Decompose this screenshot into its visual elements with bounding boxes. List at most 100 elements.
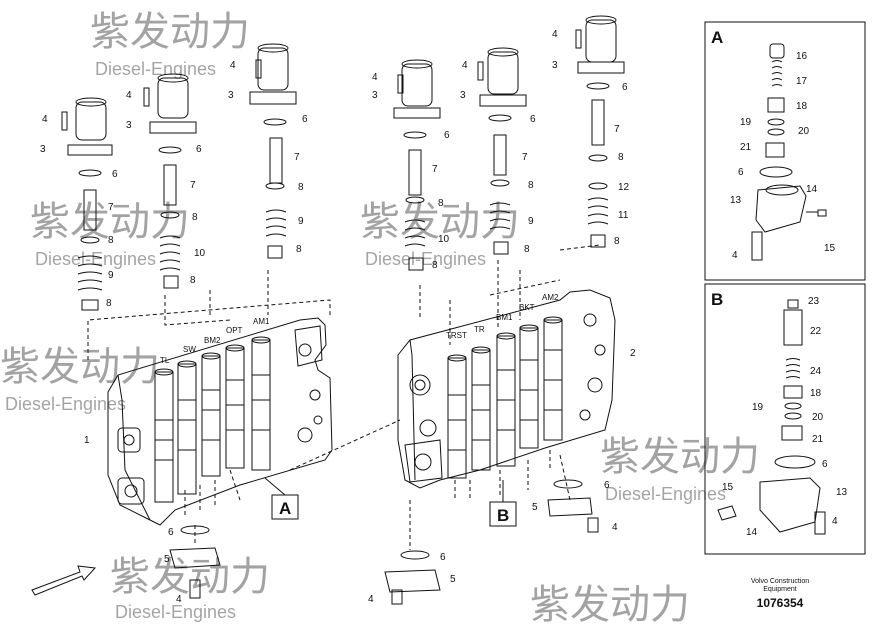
spool-stack-2 — [143, 73, 197, 289]
callout-a-letter: A — [279, 499, 291, 518]
callout-b-letter: B — [497, 506, 509, 525]
part-label: 6 — [530, 114, 536, 125]
part-label: 23 — [808, 296, 820, 307]
part-label: 5 — [532, 502, 538, 513]
cover-right-bottom — [384, 550, 441, 605]
part-label: 3 — [460, 90, 466, 101]
watermark-en: Diesel-Engines — [35, 249, 156, 269]
watermark-en: Diesel-Engines — [365, 249, 486, 269]
part-label: 6 — [822, 459, 828, 470]
footer: Volvo Construction Equipment 1076354 — [730, 578, 830, 610]
spool-stack-5 — [477, 47, 527, 255]
watermark-cn: 紫发动力 — [600, 435, 760, 479]
part-label: 9 — [528, 216, 534, 227]
spool-tag: BM2 — [204, 336, 221, 345]
spool-stack-1 — [61, 97, 113, 311]
right-spool-bores — [447, 316, 563, 479]
part-label: 8 — [190, 275, 196, 286]
part-label: 3 — [552, 60, 558, 71]
part-label: 24 — [810, 366, 822, 377]
spool-tag: BKT — [519, 303, 535, 312]
part-label: 6 — [622, 82, 628, 93]
left-spool-bores — [154, 336, 271, 503]
detail-box-b-letter: B — [711, 290, 723, 309]
part-label: 6 — [738, 167, 744, 178]
part-label: 4 — [42, 114, 48, 125]
part-label: 4 — [176, 594, 182, 605]
part-label: 8 — [614, 236, 620, 247]
part-label: 7 — [108, 202, 114, 213]
part-label: 5 — [450, 574, 456, 585]
part-label: 13 — [836, 487, 848, 498]
watermark-cn: 紫发动力 — [360, 200, 520, 244]
part-label: 6 — [112, 169, 118, 180]
part-label: 4 — [372, 72, 378, 83]
right-valve-body — [397, 289, 616, 489]
part-label: 8 — [432, 260, 438, 271]
watermark-en: Diesel-Engines — [605, 484, 726, 504]
part-label: 2 — [630, 348, 636, 359]
part-label: 4 — [230, 60, 236, 71]
part-label: 15 — [824, 243, 836, 254]
watermark-cn: 紫发动力 — [530, 583, 690, 627]
part-label: 8 — [296, 244, 302, 255]
part-label: 8 — [106, 298, 112, 309]
detail-box-a — [704, 21, 866, 281]
part-label: 6 — [444, 130, 450, 141]
part-label: 6 — [604, 480, 610, 491]
part-label: 13 — [730, 195, 742, 206]
brand-line-2: Equipment — [763, 586, 797, 593]
left-valve-body — [107, 317, 333, 526]
part-label: 7 — [294, 152, 300, 163]
part-label: 21 — [740, 142, 752, 153]
detail-box-b — [704, 283, 866, 555]
watermark-cn: 紫发动力 — [0, 345, 160, 389]
part-label: 14 — [746, 527, 758, 538]
part-label: 18 — [810, 388, 822, 399]
part-label: 9 — [298, 216, 304, 227]
part-label: 8 — [618, 152, 624, 163]
part-label: 11 — [618, 210, 629, 221]
part-label: 19 — [740, 117, 752, 128]
spool-tag: TRST — [446, 331, 467, 340]
watermark: 紫发动力 Diesel-Engines 紫发动力 Diesel-Engines … — [0, 10, 760, 627]
part-label: 19 — [752, 402, 764, 413]
spool-stack-4 — [393, 59, 441, 271]
part-label: 18 — [796, 101, 808, 112]
cover-left-bottom — [169, 525, 221, 599]
spool-tags: TL SW BM2 OPT AM1 TRST TR BM1 BKT AM2 — [160, 293, 559, 365]
watermark-en: Diesel-Engines — [5, 394, 126, 414]
part-label: 5 — [164, 554, 170, 565]
part-label: 3 — [372, 90, 378, 101]
part-label: 8 — [192, 212, 198, 223]
part-label: 6 — [196, 144, 202, 155]
drawing-number: 1076354 — [756, 596, 804, 610]
spool-tag: AM2 — [542, 293, 559, 302]
detail-box-a-letter: A — [711, 28, 723, 47]
spool-tag: TL — [160, 356, 170, 365]
part-label: 4 — [368, 594, 374, 605]
part-label: 3 — [40, 144, 46, 155]
part-label: 8 — [438, 198, 444, 209]
spool-tag: SW — [183, 345, 196, 354]
part-label: 8 — [524, 244, 530, 255]
spool-tag: TR — [474, 325, 485, 334]
spool-stack-6 — [575, 15, 625, 248]
part-label: 7 — [190, 180, 196, 191]
part-label: 17 — [796, 76, 808, 87]
part-label: 4 — [732, 250, 738, 261]
part-label: 1 — [84, 435, 90, 446]
part-label: 16 — [796, 51, 808, 62]
part-label: 15 — [722, 482, 734, 493]
watermark-en: Diesel-Engines — [115, 602, 236, 622]
part-label: 6 — [168, 527, 174, 538]
part-label: 10 — [194, 248, 206, 259]
part-label: 7 — [522, 152, 528, 163]
part-label: 6 — [440, 552, 446, 563]
part-label: 4 — [462, 60, 468, 71]
dashed-leaders — [87, 244, 601, 550]
part-label: 4 — [612, 522, 618, 533]
part-label: 7 — [432, 164, 438, 175]
callout-pointers — [264, 477, 504, 502]
part-label: 20 — [812, 412, 824, 423]
